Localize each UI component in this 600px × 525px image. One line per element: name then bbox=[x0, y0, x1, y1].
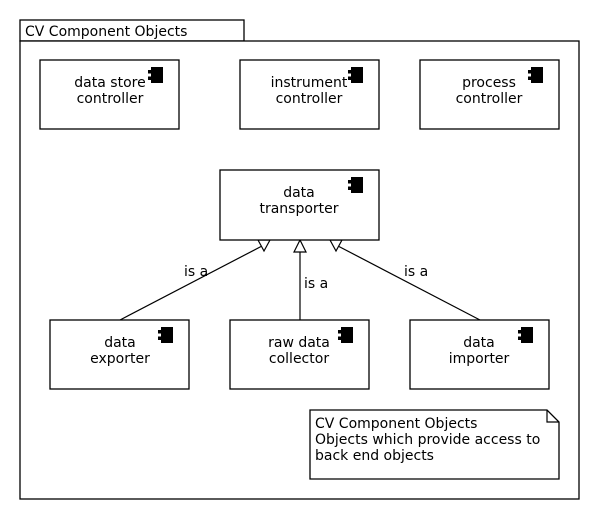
package-title: CV Component Objects bbox=[25, 24, 187, 40]
collector-arrowhead bbox=[293, 238, 307, 253]
note-line-2: Objects which provide access to bbox=[315, 432, 540, 448]
data-importer-component[interactable]: data importer bbox=[409, 319, 550, 390]
component-name-line1: data bbox=[283, 185, 315, 201]
component-name-line2: collector bbox=[269, 351, 329, 367]
instrument-controller-component[interactable]: instrument controller bbox=[239, 59, 380, 130]
component-name-line2: controller bbox=[456, 91, 523, 107]
component-name-line2: exporter bbox=[90, 351, 150, 367]
process-controller-component[interactable]: process controller bbox=[419, 59, 560, 130]
data-exporter-component[interactable]: data exporter bbox=[49, 319, 190, 390]
component-name-line2: transporter bbox=[259, 201, 338, 217]
note-line-3: back end objects bbox=[315, 448, 434, 464]
component-name-line1: data bbox=[463, 335, 495, 351]
data-transporter-component[interactable]: data transporter bbox=[219, 169, 380, 241]
component-name-line1: data bbox=[104, 335, 136, 351]
collector-relation-label: is a bbox=[304, 276, 328, 292]
component-name-line2: importer bbox=[449, 351, 510, 367]
component-name-line1: process bbox=[462, 75, 516, 91]
note-body bbox=[309, 409, 560, 480]
raw-data-collector-component[interactable]: raw data collector bbox=[229, 319, 370, 390]
component-name-line2: controller bbox=[276, 91, 343, 107]
note-line-1: CV Component Objects bbox=[315, 416, 477, 432]
component-name-line1: raw data bbox=[268, 335, 330, 351]
note: CV Component Objects Objects which provi… bbox=[309, 409, 560, 480]
importer-to-transporter-line bbox=[337, 245, 481, 321]
component-name-line1: instrument bbox=[271, 75, 348, 91]
component-name-line2: controller bbox=[77, 91, 144, 107]
data-store-controller-component[interactable]: data store controller bbox=[39, 59, 180, 130]
importer-relation-label: is a bbox=[404, 264, 428, 280]
note-folded-corner bbox=[546, 410, 559, 423]
component-name-line1: data store bbox=[74, 75, 145, 91]
exporter-to-transporter-line bbox=[119, 245, 263, 321]
exporter-relation-label: is a bbox=[184, 264, 208, 280]
